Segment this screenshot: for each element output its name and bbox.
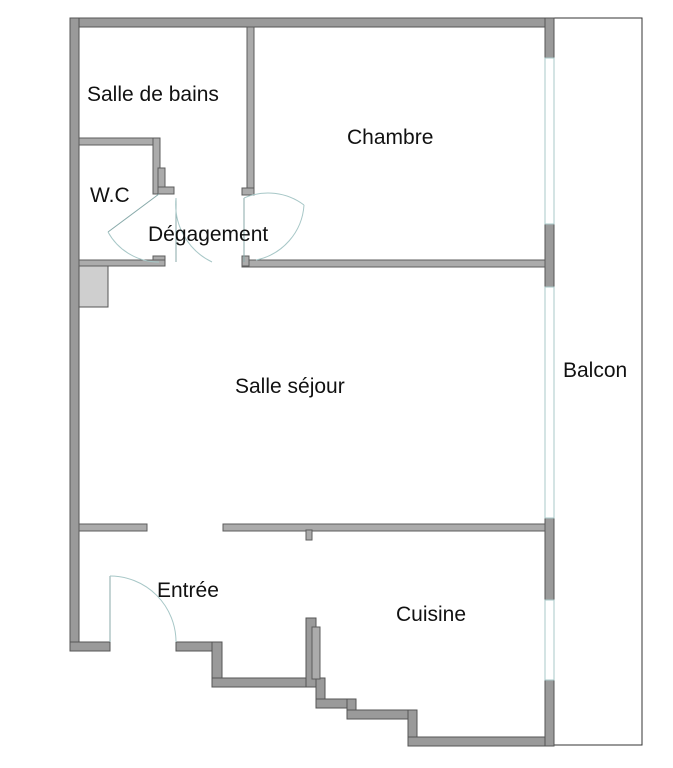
room-label-degagement: Dégagement (148, 223, 268, 246)
interior-partitions (78, 26, 546, 680)
room-label-salle-de-bains: Salle de bains (87, 83, 219, 106)
room-label-wc: W.C (90, 184, 130, 207)
windows (544, 57, 555, 681)
exterior-walls (69, 17, 555, 747)
room-label-chambre: Chambre (347, 126, 433, 149)
doors (107, 192, 305, 643)
room-label-salle-sejour: Salle séjour (235, 375, 345, 398)
room-label-entree: Entrée (157, 579, 219, 602)
room-label-cuisine: Cuisine (396, 603, 466, 626)
room-label-balcon: Balcon (563, 359, 627, 382)
